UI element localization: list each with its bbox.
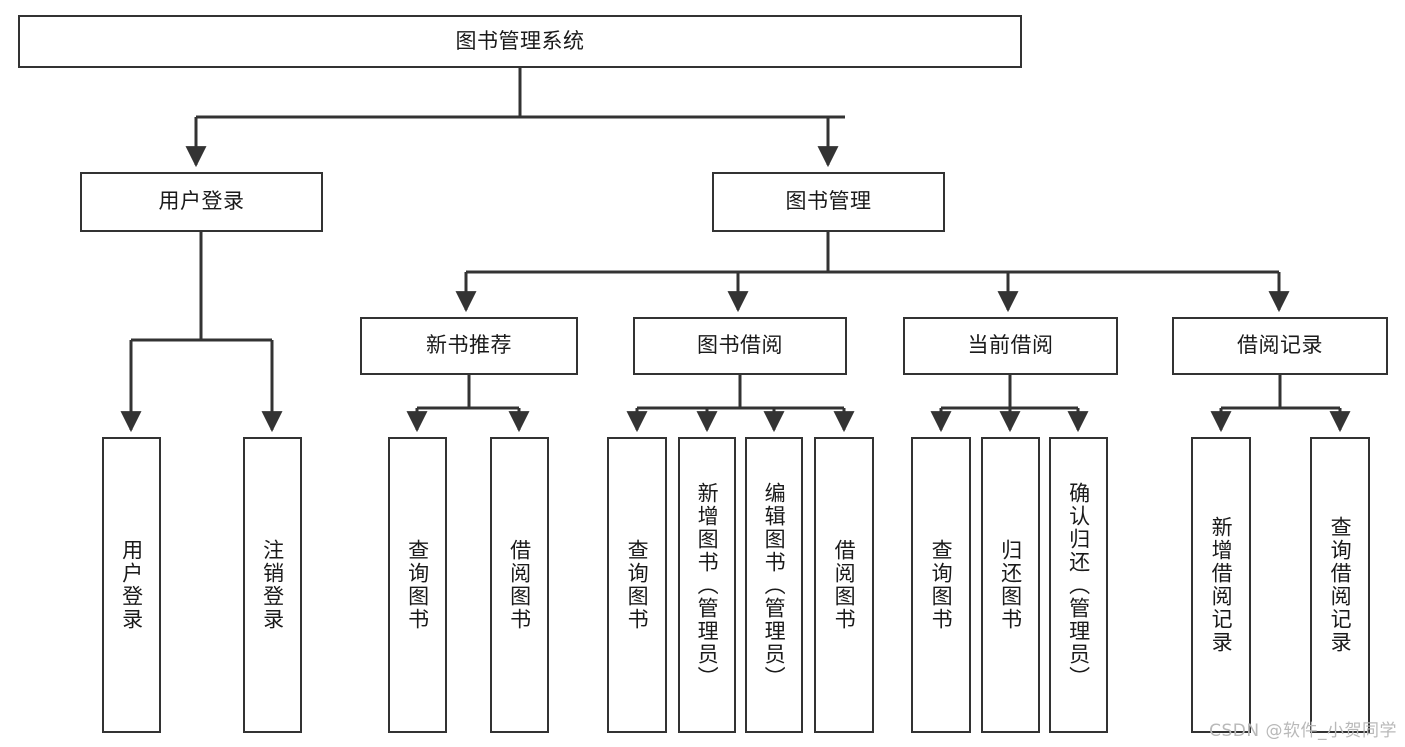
node-label: 图书管理系统 xyxy=(455,28,585,53)
node-label: 查询图书 xyxy=(625,539,650,631)
node-root-system[interactable]: 图书管理系统 xyxy=(18,15,1022,68)
leaf-recommend-query-book[interactable]: 查询图书 xyxy=(388,437,447,733)
node-borrow-record[interactable]: 借阅记录 xyxy=(1172,317,1388,375)
node-label: 编辑图书（管理员） xyxy=(762,481,787,689)
node-label: 确认归还（管理员） xyxy=(1066,481,1091,689)
leaf-record-query-record[interactable]: 查询借阅记录 xyxy=(1310,437,1370,733)
node-book-borrow[interactable]: 图书借阅 xyxy=(633,317,847,375)
node-new-book-recommend[interactable]: 新书推荐 xyxy=(360,317,578,375)
leaf-borrow-borrow-book[interactable]: 借阅图书 xyxy=(814,437,874,733)
node-label: 借阅记录 xyxy=(1237,333,1323,358)
node-label: 用户登录 xyxy=(158,189,245,214)
node-label: 注销登录 xyxy=(260,539,285,631)
node-label: 查询图书 xyxy=(405,539,430,631)
node-book-management[interactable]: 图书管理 xyxy=(712,172,945,232)
leaf-record-add-record[interactable]: 新增借阅记录 xyxy=(1191,437,1251,733)
csdn-watermark: CSDN @软件_小贺同学 xyxy=(1209,721,1397,741)
node-label: 新书推荐 xyxy=(426,333,512,358)
node-label: 查询图书 xyxy=(929,539,954,631)
leaf-current-return-book[interactable]: 归还图书 xyxy=(981,437,1040,733)
node-label: 借阅图书 xyxy=(832,539,857,631)
leaf-user-login-login[interactable]: 用户登录 xyxy=(102,437,161,733)
node-label: 当前借阅 xyxy=(967,333,1054,358)
node-label: 图书借阅 xyxy=(697,333,783,358)
node-user-login[interactable]: 用户登录 xyxy=(80,172,323,232)
node-label: 查询借阅记录 xyxy=(1328,516,1353,654)
leaf-borrow-add-book-admin[interactable]: 新增图书（管理员） xyxy=(678,437,736,733)
node-label: 新增借阅记录 xyxy=(1209,516,1234,654)
node-label: 用户登录 xyxy=(119,539,144,631)
node-label: 图书管理 xyxy=(785,189,872,214)
leaf-current-query-book[interactable]: 查询图书 xyxy=(911,437,971,733)
leaf-borrow-edit-book-admin[interactable]: 编辑图书（管理员） xyxy=(745,437,803,733)
leaf-user-login-logout[interactable]: 注销登录 xyxy=(243,437,302,733)
leaf-current-confirm-return-admin[interactable]: 确认归还（管理员） xyxy=(1049,437,1108,733)
leaf-borrow-query-book[interactable]: 查询图书 xyxy=(607,437,667,733)
node-label: 新增图书（管理员） xyxy=(695,481,720,689)
node-current-borrow[interactable]: 当前借阅 xyxy=(903,317,1118,375)
node-label: 归还图书 xyxy=(998,539,1023,631)
node-label: 借阅图书 xyxy=(507,539,532,631)
leaf-recommend-borrow-book[interactable]: 借阅图书 xyxy=(490,437,549,733)
